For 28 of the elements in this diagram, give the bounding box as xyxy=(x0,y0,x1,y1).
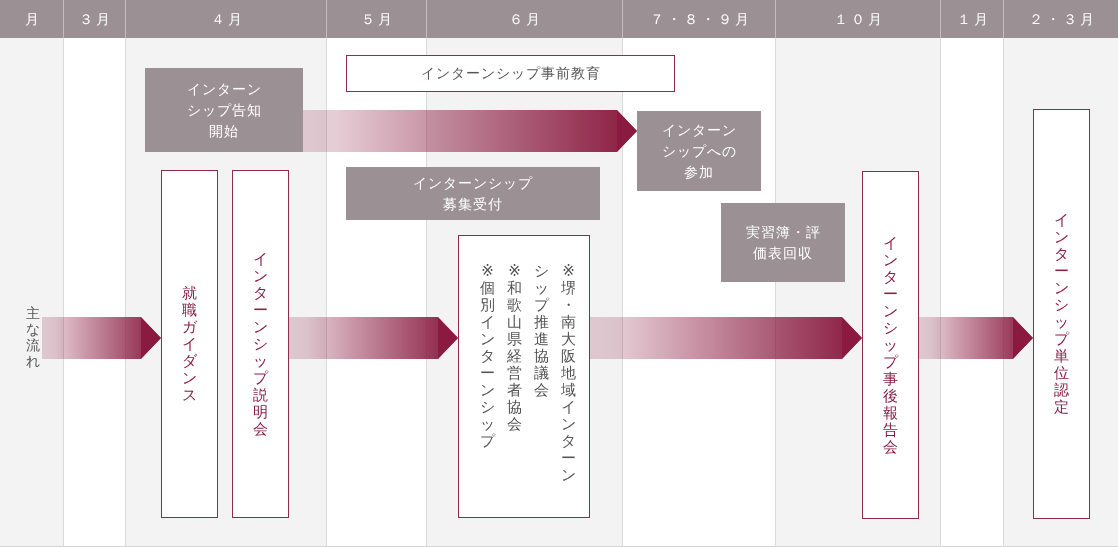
event-box: 就職ガイダンス xyxy=(161,170,218,518)
event-box: インターンシップ説明会 xyxy=(232,170,289,518)
arrow xyxy=(303,110,637,152)
event-box: インターンシップ事前教育 xyxy=(346,55,675,92)
phase-box: インターンシップ告知開始 xyxy=(145,68,303,152)
phase-box: インターンシップ募集受付 xyxy=(346,167,600,220)
month-header: ５月 xyxy=(326,0,426,38)
note-text: ※和歌山県経営者協会 xyxy=(506,263,523,433)
note-text: ※個別インターンシップ xyxy=(479,263,496,450)
month-header: ２・３月 xyxy=(1003,0,1118,38)
arrow xyxy=(919,317,1033,359)
month-header: ７・８・９月 xyxy=(622,0,775,38)
month-header: ３月 xyxy=(63,0,125,38)
arrow xyxy=(289,317,458,359)
month-header: ４月 xyxy=(125,0,326,38)
phase-box: インターンシップへの参加 xyxy=(637,111,761,191)
phase-box: 実習簿・評価表回収 xyxy=(721,203,845,282)
month-header: １０月 xyxy=(775,0,940,38)
event-box: インターンシップ単位認定 xyxy=(1033,109,1090,519)
arrow xyxy=(42,317,161,359)
event-box xyxy=(458,235,590,518)
month-header: 月 xyxy=(0,0,63,38)
note-text: ※堺・南大阪地域インターンシップ推進協議会 xyxy=(533,263,577,484)
arrow xyxy=(590,317,862,359)
month-header: １月 xyxy=(940,0,1003,38)
flow-label: 主な流れ xyxy=(24,302,42,372)
month-header: ６月 xyxy=(426,0,622,38)
event-box: インターンシップ事後報告会 xyxy=(862,171,919,519)
